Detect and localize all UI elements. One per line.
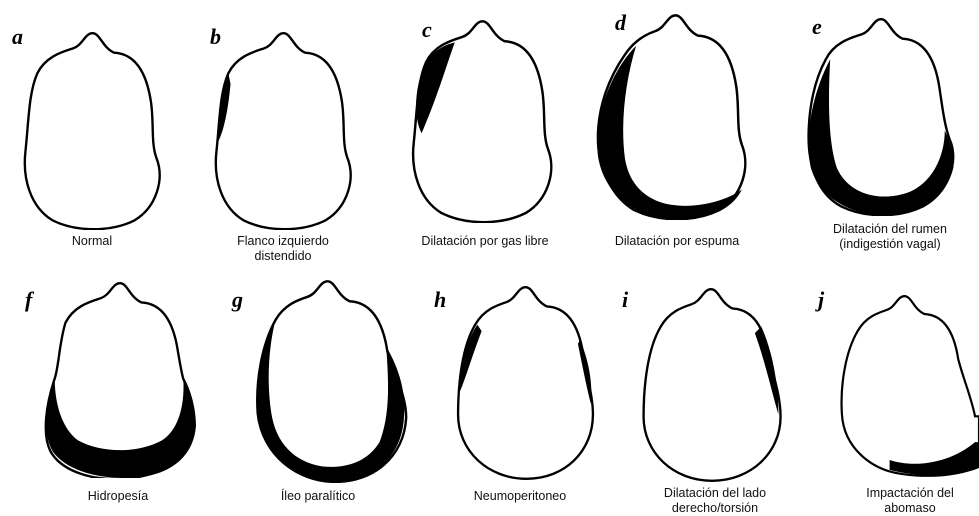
caption-line-1: Hidropesía (48, 489, 188, 504)
abdomen-outline-vagal-indigestion (792, 16, 970, 216)
panel-caption: Flanco izquierdo distendido (218, 234, 348, 264)
panel-caption: Dilatación del rumen (indigestión vagal) (805, 222, 975, 252)
panel-caption: Íleo paralítico (253, 489, 383, 504)
abdomen-outline-left-flank (196, 30, 371, 230)
abdomen-outline-paralytic-ileus (240, 278, 415, 483)
caption-line-2: derecho/torsión (640, 501, 790, 516)
caption-line-1: Impactación del (845, 486, 975, 501)
caption-line-1: Dilatación del lado (640, 486, 790, 501)
caption-line-2: distendido (218, 249, 348, 264)
abdomen-outline-frothy-bloat (588, 12, 763, 220)
panel-caption: Dilatación por espuma (602, 234, 752, 249)
panel-caption: Dilatación por gas libre (405, 234, 565, 249)
caption-line-2: (indigestión vagal) (805, 237, 975, 252)
panel-caption: Dilatación del lado derecho/torsión (640, 486, 790, 516)
caption-line-2: abomaso (845, 501, 975, 516)
caption-line-1: Neumoperitoneo (450, 489, 590, 504)
abdomen-outline-hydrops (30, 280, 210, 478)
caption-line-1: Dilatación por espuma (602, 234, 752, 249)
caption-line-1: Dilatación del rumen (805, 222, 975, 237)
abdomen-outline-abomasal-impaction (830, 284, 979, 486)
caption-line-1: Íleo paralítico (253, 489, 383, 504)
panel-caption: Neumoperitoneo (450, 489, 590, 504)
panel-caption: Impactación del abomaso (845, 486, 975, 516)
caption-line-1: Dilatación por gas libre (405, 234, 565, 249)
abdomen-outline-pneumoperitoneum (438, 284, 613, 482)
abdomen-outline-free-gas (390, 18, 575, 223)
panel-caption: Normal (37, 234, 147, 249)
panel-caption: Hidropesía (48, 489, 188, 504)
caption-line-1: Normal (37, 234, 147, 249)
panel-letter: j (818, 287, 824, 313)
abdomen-outline-normal (5, 30, 180, 230)
abdomen-outline-right-displacement (622, 286, 800, 484)
caption-line-1: Flanco izquierdo (218, 234, 348, 249)
